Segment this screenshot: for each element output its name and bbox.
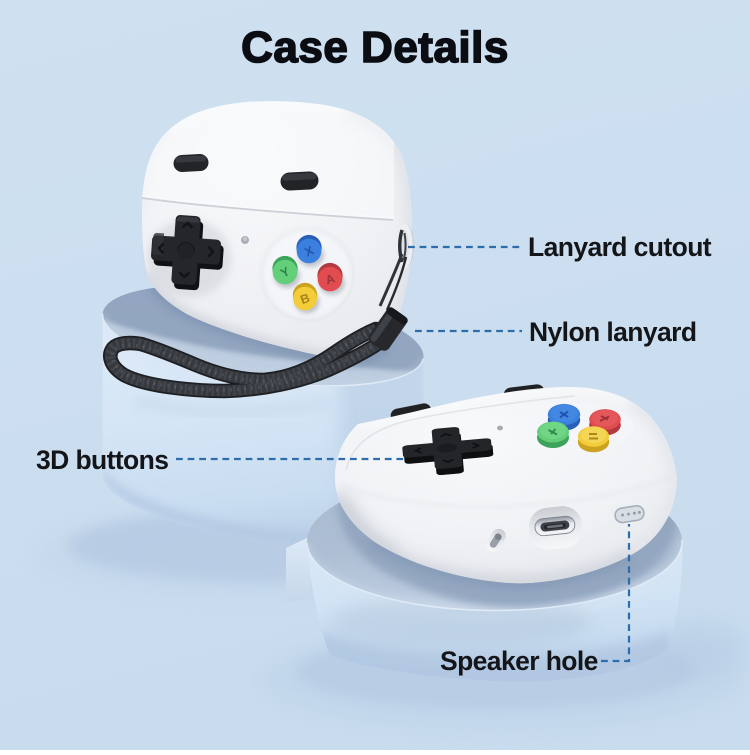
svg-text:Speaker hole: Speaker hole	[440, 646, 598, 676]
svg-text:Case Details: Case Details	[241, 23, 509, 72]
svg-text:Lanyard cutout: Lanyard cutout	[528, 232, 712, 262]
svg-text:Nylon lanyard: Nylon lanyard	[529, 317, 696, 347]
svg-text:3D buttons: 3D buttons	[36, 445, 168, 475]
svg-text:B: B	[299, 291, 312, 307]
svg-text:A: A	[324, 271, 337, 287]
